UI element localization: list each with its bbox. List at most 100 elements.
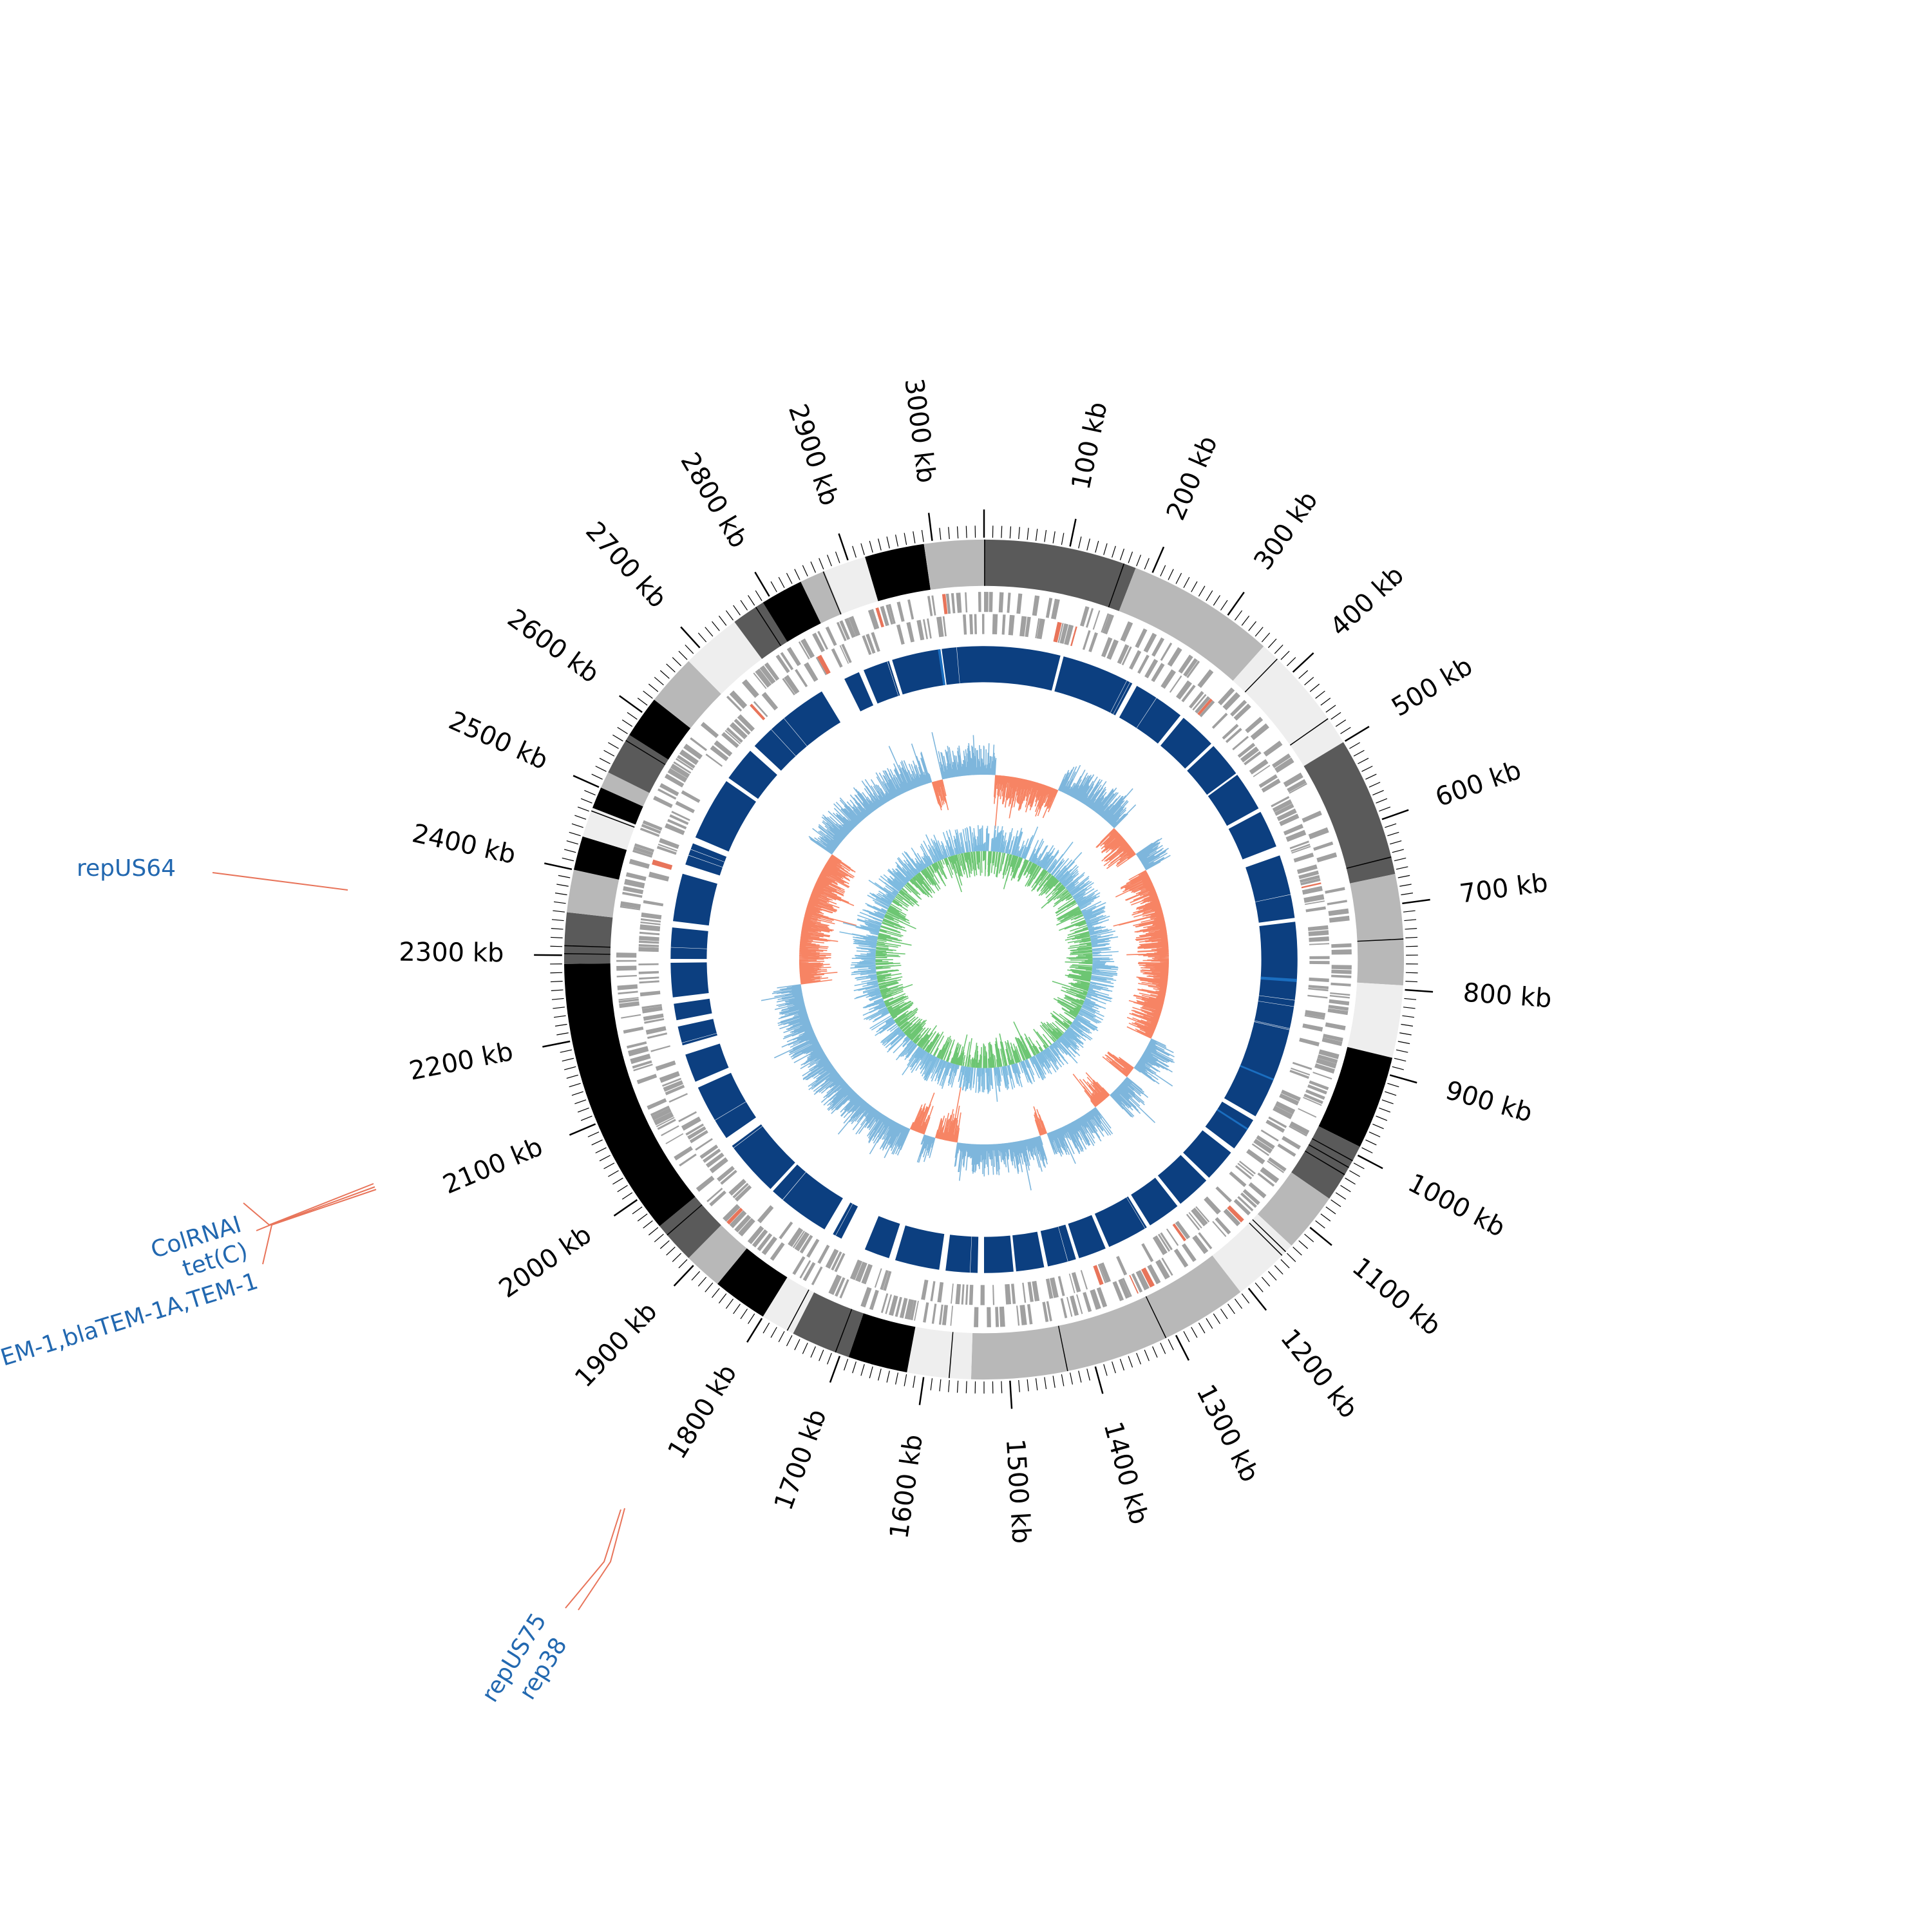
gene-feature [839,1279,849,1299]
blast-hit [673,873,717,926]
blast-hit-break [1126,1197,1146,1229]
minor-tick [1358,757,1369,764]
gene-feature [729,724,746,739]
blast-hit [1228,811,1276,860]
minor-tick [599,757,611,764]
minor-tick [1168,1339,1174,1350]
gene-feature [1307,925,1329,931]
minor-tick [718,1293,727,1303]
minor-tick [1206,590,1213,601]
gene-feature [623,1027,644,1034]
gene-feature [795,668,808,688]
minor-tick [1160,565,1166,577]
gene-feature [641,824,661,834]
minor-tick [1018,1379,1020,1392]
gene-feature [618,990,638,995]
gene-feature [647,1032,668,1039]
gene-feature [1099,1262,1111,1283]
contig-separator [871,1320,885,1365]
contig-separator [625,740,666,765]
minor-tick [595,1147,607,1153]
major-tick [829,1356,841,1383]
gene-feature [639,936,659,942]
gene-feature [1060,1298,1068,1318]
gene-feature [671,811,690,821]
gene-feature [1289,1121,1310,1135]
gene-feature [1027,1304,1033,1325]
blast-hit [984,646,1061,691]
gene-feature [1223,1208,1241,1227]
gene-feature [674,1146,693,1160]
gene-feature [1137,654,1150,674]
contig-separator [789,587,811,629]
gene-feature [1155,1259,1170,1280]
annotation-leader-line [243,1183,374,1226]
contig-segment [629,699,691,760]
gene-feature [1291,846,1311,854]
gene-feature [942,594,948,614]
gene-feature [942,1305,948,1325]
contig-separator [1244,658,1278,693]
blast-hit-break [838,681,856,714]
gene-feature [906,621,914,643]
gene-feature [625,872,647,881]
blast-hit-break [681,1033,717,1043]
gene-feature [936,616,944,638]
gene-feature [875,607,884,628]
blast-hit-break [1255,894,1291,902]
blast-hit [1012,1231,1045,1272]
contig-separator [600,788,643,808]
gene-feature [1057,1276,1065,1296]
minor-tick [678,650,688,660]
minor-tick [895,535,898,547]
contig-separator [585,1078,630,1095]
minor-tick [1227,1303,1235,1314]
minor-tick [1198,585,1206,597]
minor-tick [627,712,638,720]
minor-tick [654,677,664,686]
contig-ring [564,539,1405,1380]
gene-feature [839,620,850,640]
blast-hit [1068,1215,1106,1258]
minor-tick [654,1233,664,1242]
gene-feature [792,1256,806,1275]
gene-feature [1237,1196,1254,1211]
gene-feature [639,828,660,837]
gene-feature [1129,650,1142,670]
minor-tick [740,600,748,611]
gene-feature [679,749,699,765]
minor-tick [591,1139,603,1146]
gene-feature [1071,1272,1081,1293]
minor-tick [1261,632,1271,643]
annotation-leader-line [262,1189,377,1265]
minor-tick [1220,600,1228,611]
gene-feature [639,940,659,944]
gene-feature [621,1014,641,1019]
gene-feature [1218,687,1235,706]
gene-feature [761,1236,777,1255]
gene-feature [644,1018,665,1024]
gene-feature [675,800,695,813]
contig-segment [688,621,762,694]
minor-tick [1267,1271,1277,1281]
contig-separator [897,1325,908,1371]
gene-feature [866,634,876,654]
minor-tick [886,1370,890,1383]
minor-tick [550,972,563,974]
blast-hit [844,672,874,712]
minor-tick [1372,1123,1384,1130]
gene-feature [974,1307,979,1327]
contig-segment [848,1313,916,1372]
minor-tick [852,1361,857,1374]
minor-tick [1385,1091,1397,1096]
gene-feature [786,647,801,667]
contig-segment [1291,1126,1360,1199]
gene-feature [855,1262,867,1282]
minor-tick [599,1155,611,1162]
gene-feature [761,692,779,711]
minor-tick [852,545,857,558]
contig-segment [600,772,650,807]
gene-feature [999,1306,1005,1327]
minor-tick [826,1352,832,1365]
gene-feature [1323,1034,1343,1042]
